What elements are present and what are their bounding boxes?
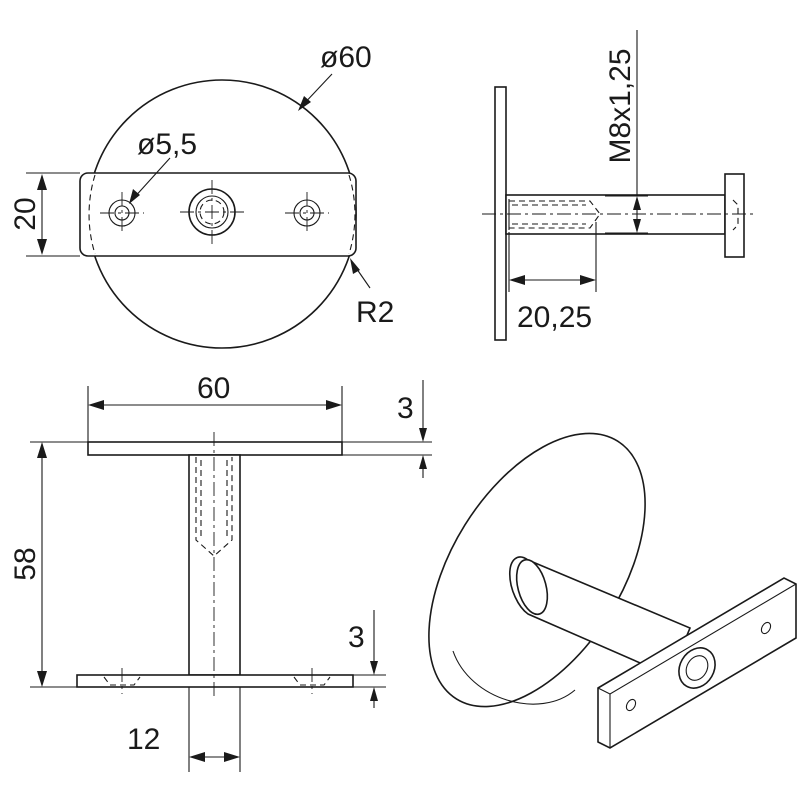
top-view: ø60 ø5,5 20 R2 xyxy=(9,41,394,349)
disc-edge-profile xyxy=(494,86,507,341)
isometric-view xyxy=(428,432,797,749)
right-hole xyxy=(285,192,329,234)
iso-stem xyxy=(508,556,692,678)
iso-center-hole-outer xyxy=(678,647,716,689)
thread-label: M8x1,25 xyxy=(604,48,637,163)
plate-height-label: 20 xyxy=(9,197,42,230)
top-thickness-label: 3 xyxy=(397,392,414,425)
bottom-thickness-label: 3 xyxy=(348,621,365,654)
side-view: M8x1,25 20,25 xyxy=(482,30,757,341)
front-view: 60 3 58 3 12 xyxy=(9,372,432,772)
corner-radius-label: R2 xyxy=(356,296,394,329)
iso-right-hole xyxy=(760,621,772,635)
thread-length-label: 20,25 xyxy=(517,301,592,334)
hole-diameter-label: ø5,5 xyxy=(137,128,197,161)
left-hole xyxy=(100,192,144,234)
stem-width-label: 12 xyxy=(127,723,160,756)
height-label: 58 xyxy=(9,547,42,580)
width-label: 60 xyxy=(197,372,230,405)
disc-hidden-edge-left xyxy=(88,174,96,255)
plate-front-profile xyxy=(76,674,354,688)
disc-hidden-edge-right xyxy=(348,174,356,255)
disc-diameter-label: ø60 xyxy=(320,41,372,74)
disc-front-profile xyxy=(87,441,343,456)
iso-mounting-plate xyxy=(597,577,797,749)
center-threaded-hole xyxy=(180,180,244,244)
front-hidden-thread xyxy=(195,457,233,557)
plate-edge-profile xyxy=(724,173,745,258)
hole-diameter-leader xyxy=(131,157,171,201)
iso-center-hole-inner xyxy=(685,655,709,681)
hidden-thread xyxy=(509,200,601,229)
iso-left-hole xyxy=(625,698,637,712)
